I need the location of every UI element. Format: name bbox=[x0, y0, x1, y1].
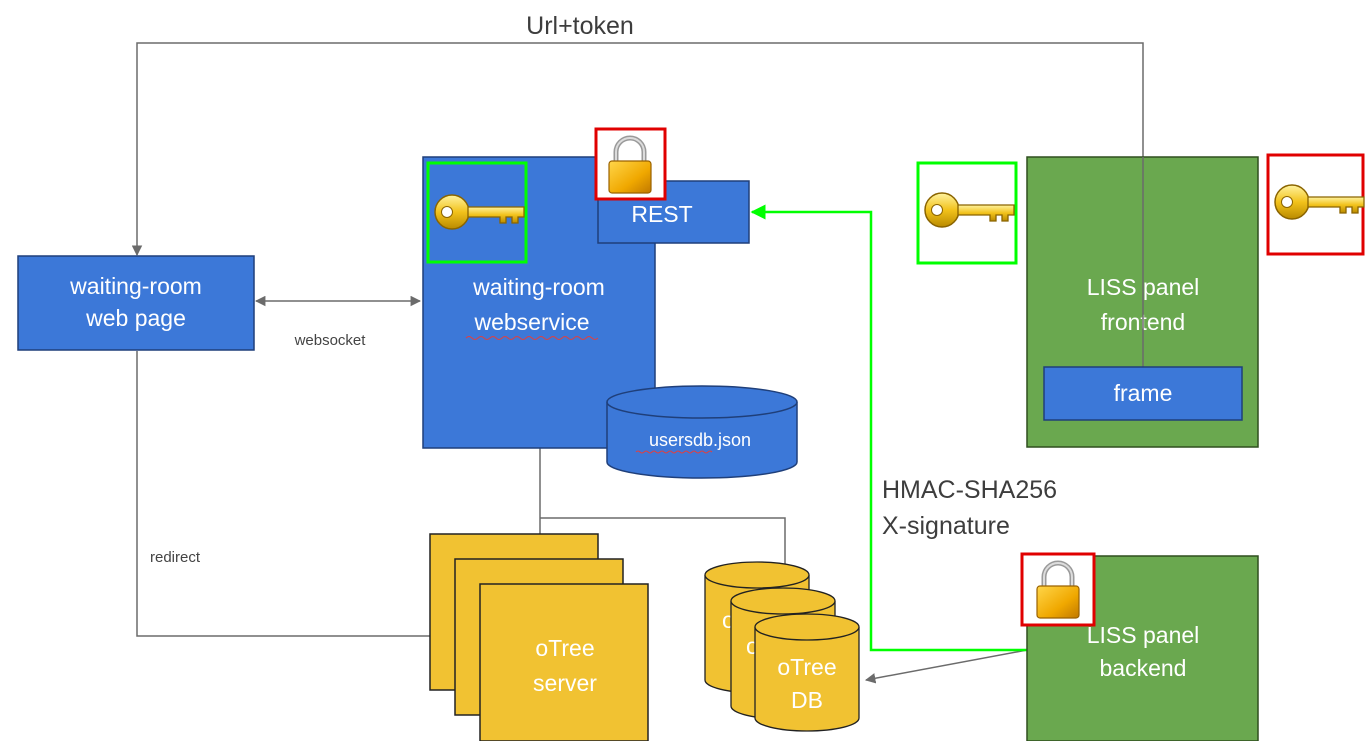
redirect-label: redirect bbox=[150, 549, 201, 566]
liss-panel-backend: LISS panel backend bbox=[1026, 555, 1259, 742]
usersdb-label: usersdb.json bbox=[649, 430, 751, 450]
backend-padlock-frame bbox=[1020, 552, 1096, 627]
backend-to-db-connector bbox=[864, 649, 1028, 684]
waiting-room-web-page: waiting-room web page bbox=[17, 255, 255, 351]
webservice-to-db-connector bbox=[540, 517, 791, 582]
frame-label: frame bbox=[1114, 380, 1173, 406]
otree-db-label-line1: oTree bbox=[777, 654, 836, 680]
hmac-label-line2: X-signature bbox=[882, 512, 1010, 540]
otree-server-label-line2: server bbox=[533, 670, 597, 696]
hmac-label-line1: HMAC-SHA256 bbox=[882, 476, 1057, 504]
otree-db-stack: o o oTree DB bbox=[704, 561, 860, 732]
web-page-label-line1: waiting-room bbox=[69, 273, 202, 299]
usersdb-cylinder: usersdb.json bbox=[606, 385, 798, 479]
otree-server-stack: oTree server bbox=[429, 533, 649, 742]
url-token-label: Url+token bbox=[526, 12, 634, 40]
websocket-label: websocket bbox=[294, 332, 367, 349]
frontend-key-frame-red bbox=[1266, 153, 1365, 256]
webservice-label-line2: webservice bbox=[473, 309, 589, 335]
backend-label-line2: backend bbox=[1100, 655, 1187, 681]
otree-db-label-line2: DB bbox=[791, 687, 823, 713]
webservice-label-line1: waiting-room bbox=[472, 274, 605, 300]
backend-label-line1: LISS panel bbox=[1087, 622, 1200, 648]
rest-padlock-frame bbox=[594, 127, 667, 201]
frontend-key-frame-green bbox=[916, 161, 1018, 265]
key-icon bbox=[924, 192, 1015, 228]
frame-box: frame bbox=[1043, 366, 1243, 421]
webservice-key-frame bbox=[426, 161, 528, 264]
otree-server-label-line1: oTree bbox=[535, 635, 594, 661]
rest-label: REST bbox=[631, 201, 692, 227]
redirect-connector bbox=[136, 351, 457, 642]
hmac-connector bbox=[750, 204, 1027, 652]
web-page-label-line2: web page bbox=[85, 305, 186, 331]
